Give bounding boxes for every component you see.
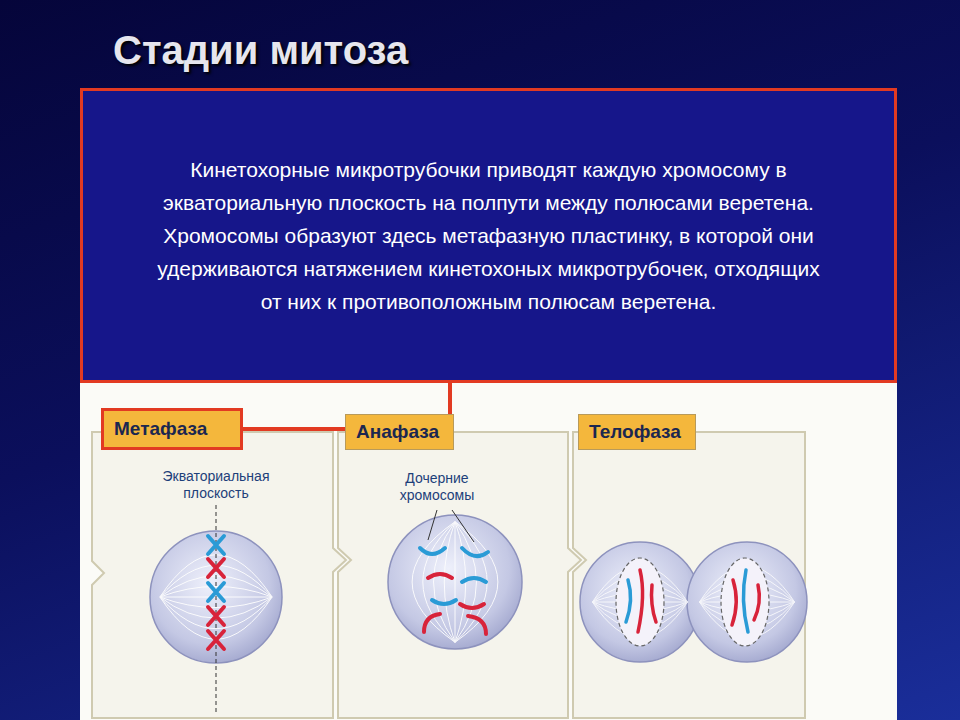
chromosome: [743, 570, 748, 632]
chromosome: [732, 580, 736, 625]
chromosome: [468, 616, 486, 634]
chromosome: [208, 607, 224, 625]
panel: [80, 360, 897, 720]
nucleus: [721, 558, 769, 646]
spindle-fiber: [455, 522, 456, 643]
chromosome: [208, 536, 224, 554]
daughter-chromosomes: [420, 548, 488, 634]
stage-cell: [338, 432, 581, 718]
chromosome: [428, 574, 452, 578]
chromosome: [208, 559, 224, 577]
chromosome: [208, 583, 224, 601]
stage-label: Метафаза: [101, 408, 243, 450]
stage-name: Метафаза: [114, 418, 207, 440]
chromosome: [638, 570, 643, 632]
chromosome: [754, 585, 759, 620]
chromosomes: [208, 536, 224, 649]
cell-body: [388, 515, 522, 649]
callout-text: Кинетохорные микротрубочки приводят кажд…: [153, 153, 824, 318]
plane-label: Экваториальная плоскость: [136, 468, 296, 502]
chromosome: [462, 548, 488, 556]
stage-name: Анафаза: [356, 421, 439, 443]
chromosome: [460, 604, 484, 608]
chromatin: [626, 570, 759, 632]
chromosome: [652, 585, 657, 622]
stage-cell: [92, 432, 346, 718]
chromosome: [626, 580, 631, 622]
chromosome: [208, 631, 224, 649]
stage-name: Телофаза: [589, 421, 681, 443]
chromosome: [432, 600, 456, 604]
chromosome: [462, 578, 486, 582]
spindle-fiber: [412, 522, 455, 643]
leader-line: [428, 510, 437, 540]
spindle-fiber: [455, 522, 498, 643]
stage-label: Анафаза: [345, 414, 454, 450]
leader-line: [452, 510, 474, 542]
spindle-fiber: [434, 522, 455, 643]
spindle-fibers: [412, 522, 498, 643]
chromosome: [420, 548, 445, 554]
cell-body: [687, 542, 807, 662]
chromosome: [424, 614, 440, 632]
slide-title: Стадии митоза: [113, 28, 408, 73]
spindle-fiber: [444, 522, 455, 643]
panel-ground: [80, 360, 897, 720]
equatorial-line: [216, 505, 217, 712]
anaphase-cell: [388, 510, 522, 649]
stage-label: Телофаза: [578, 414, 696, 450]
stage-cell: [573, 432, 805, 718]
chromosome-label: Дочерние хромосомы: [372, 470, 502, 504]
spindle-fiber: [455, 522, 487, 643]
cell-body: [580, 542, 700, 662]
telophase-cell: [580, 542, 807, 662]
metaphase-cell: [150, 505, 282, 712]
callout-box: Кинетохорные микротрубочки приводят кажд…: [80, 88, 897, 383]
nucleus: [616, 558, 664, 646]
